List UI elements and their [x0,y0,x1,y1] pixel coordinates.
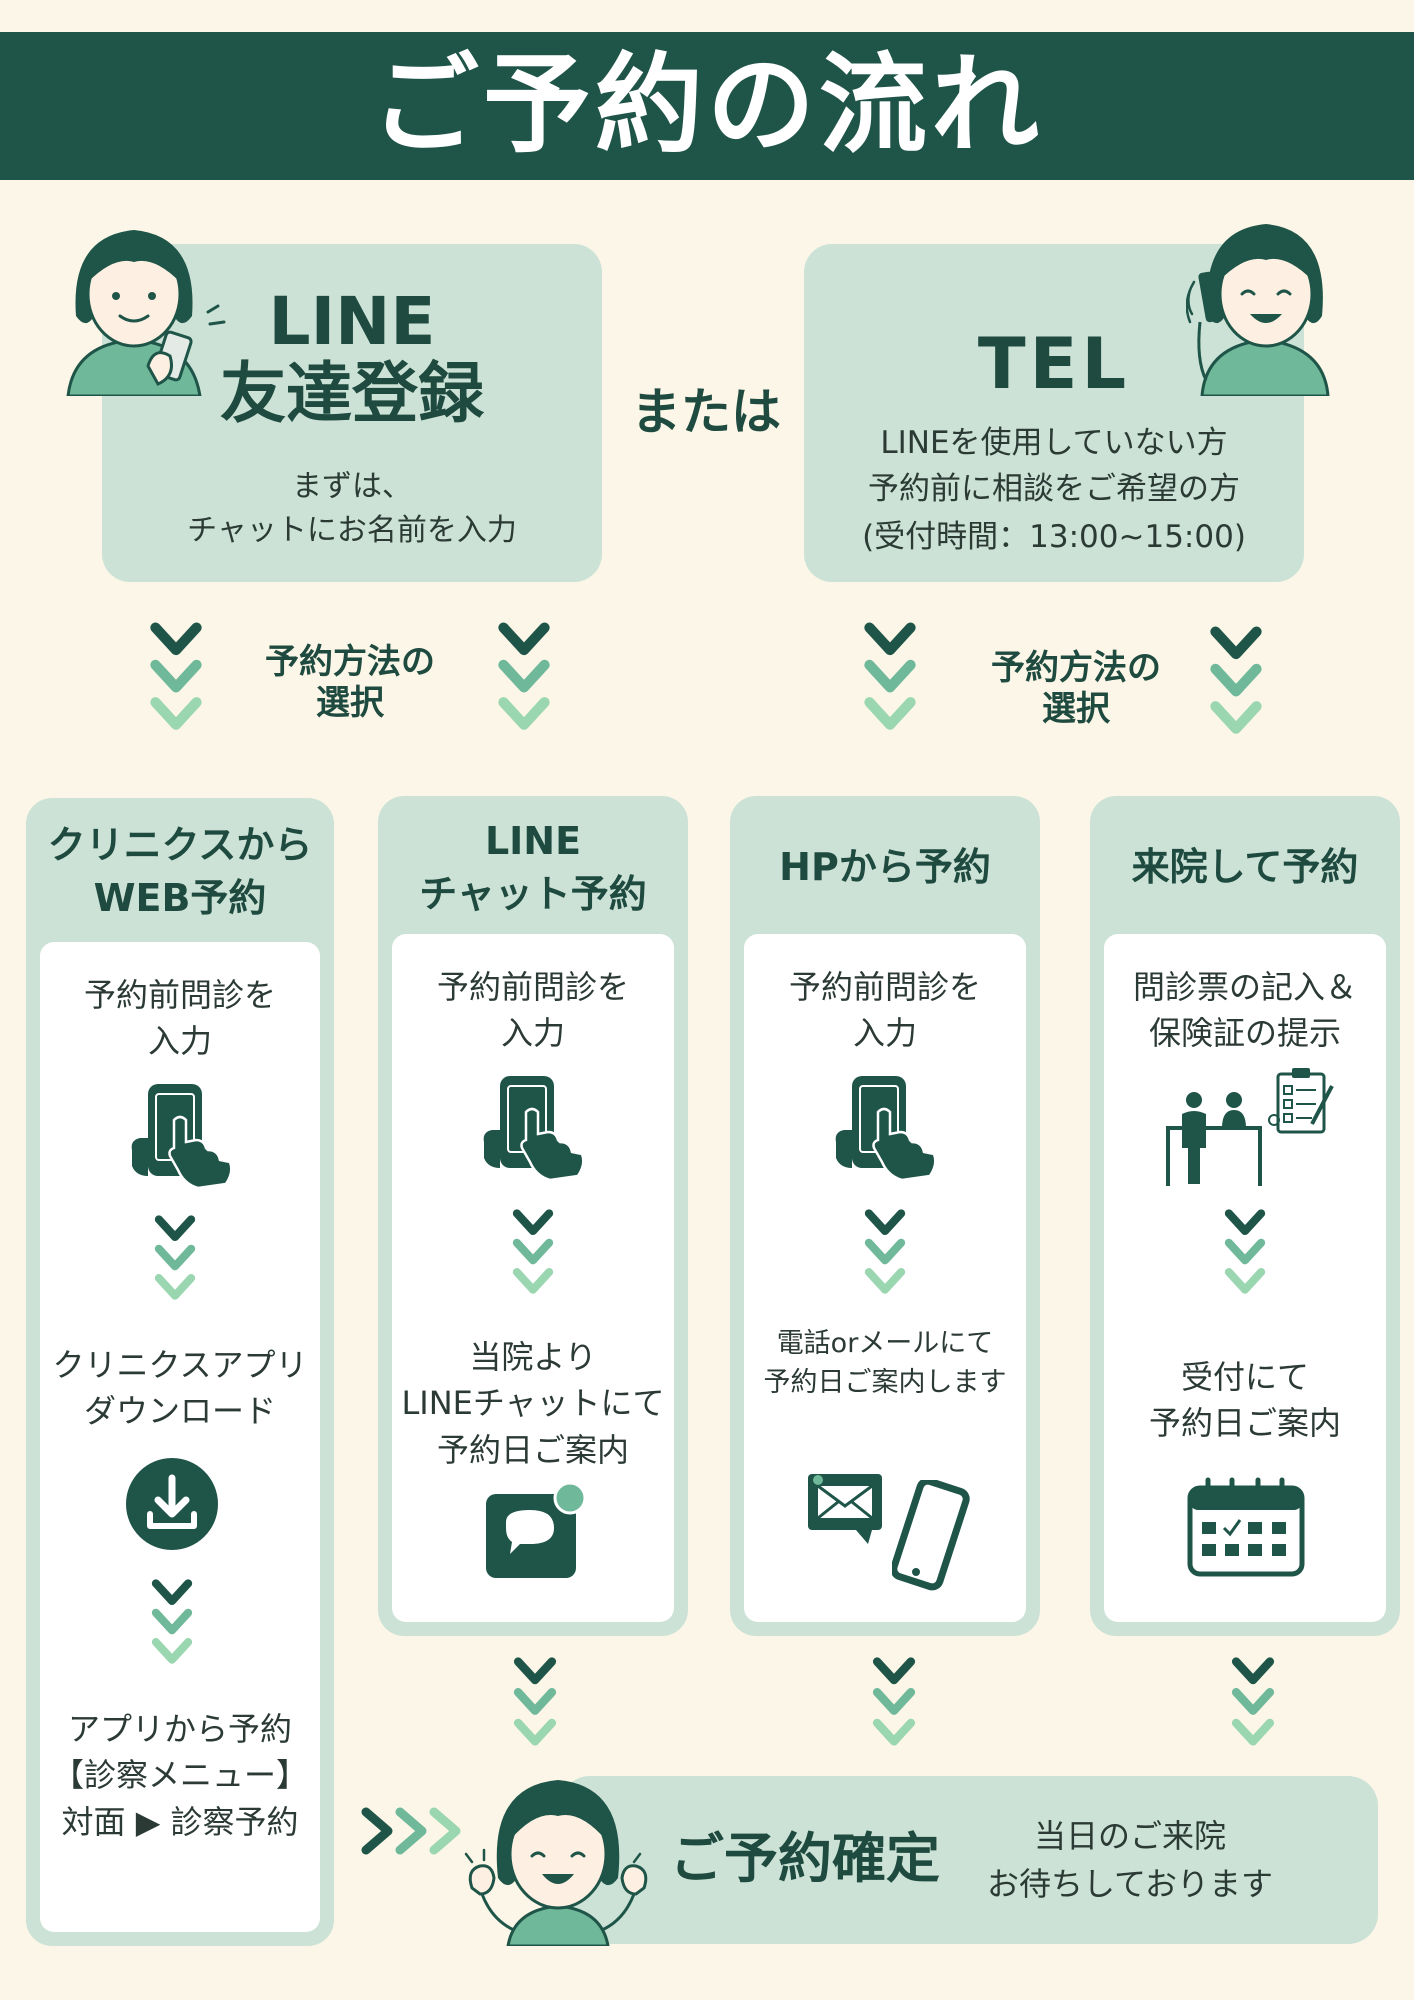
step-text: 予約前問診を 入力 [436,968,629,1053]
step-text: 予約前問診を 入力 [788,968,981,1053]
chevron-down-icon [1223,1204,1267,1302]
column-body: 予約前問診を 入力 当院より LINEチャットにて 予約日ご案内 [392,934,674,1622]
select-label-1: 予約方法の 選択 [265,642,435,723]
step-text: 当院より LINEチャットにて 予約日ご案内 [401,1338,665,1469]
woman-phone-illustration [58,216,228,396]
column-head: HPから予約 [779,845,991,890]
chevron-down-icon [1208,626,1264,738]
chat-bubble-icon [486,1482,587,1578]
tel-title: TEL [977,323,1131,405]
column-clinics-web: クリニクスから WEB予約 予約前問診を 入力 クリニクスアプリ ダウンロード … [26,798,334,1946]
chevron-down-icon [871,1652,917,1754]
chevron-down-icon [863,1204,907,1302]
step-text: アプリから予約 【診察メニュー】 対面 ▶ 診察予約 [51,1710,308,1841]
title-banner: ご予約の流れ [0,32,1414,180]
page-title: ご予約の流れ [370,43,1043,168]
column-head: 来院して予約 [1131,845,1359,890]
select-label-2: 予約方法の 選択 [991,648,1161,729]
confirm-msg-1: 当日のご来院 [1033,1817,1226,1855]
calendar-icon [1187,1477,1305,1577]
line-desc-2: チャットにお名前を入力 [187,513,517,548]
mail-icon [808,1474,882,1544]
column-body: 予約前問診を 入力 クリニクスアプリ ダウンロード アプリから予約 【診察メニュ… [40,942,320,1932]
column-body: 予約前問診を 入力 電話orメールにて 予約日ご案内します [744,934,1026,1622]
column-hp: HPから予約 予約前問診を 入力 電話orメールにて 予約日ご案内します [730,796,1040,1636]
column-line-chat: LINE チャット予約 予約前問診を 入力 当院より LINEチャットにて 予約… [378,796,688,1636]
or-label: または [631,383,781,441]
cheering-woman-illustration [462,1770,654,1946]
step-text: 問診票の記入＆ 保険証の提示 [1132,968,1357,1053]
column-head: LINE チャット予約 [419,818,647,916]
column-head: クリニクスから WEB予約 [47,822,313,920]
arrow-right-icon [361,1807,461,1855]
column-visit: 来院して予約 問診票の記入＆ 保険証の提示 受付にて [1090,796,1400,1636]
chevron-down-icon [496,622,552,734]
tel-desc-3: (受付時間：13:00~15:00) [862,519,1246,555]
column-body: 問診票の記入＆ 保険証の提示 受付にて 予約日ご案内 [1104,934,1386,1622]
line-register-box: LINE 友達登録 まずは、 チャットにお名前を入力 [102,244,602,582]
download-icon [126,1458,218,1550]
confirm-box: ご予約確定 当日のご来院 お待ちしております [560,1776,1378,1944]
smartphone-icon [892,1480,970,1591]
chevron-down-icon [150,1574,194,1672]
chevron-down-icon [862,622,918,734]
chevron-down-icon [148,622,204,734]
phone-tap-icon [478,1072,588,1182]
tel-desc-1: LINEを使用していない方 [880,425,1228,461]
phone-tap-icon [126,1080,236,1190]
step-text: クリニクスアプリ ダウンロード [52,1346,308,1431]
line-subtitle: 友達登録 [220,355,484,432]
chevron-down-icon [511,1204,555,1302]
confirm-title: ご予約確定 [670,1827,940,1890]
line-title: LINE [268,283,436,360]
woman-call-illustration [1186,210,1336,396]
reception-icon [1166,1068,1334,1186]
chevron-down-icon [512,1652,558,1754]
step-text: 予約前問診を 入力 [83,976,276,1061]
tel-desc-2: 予約前に相談をご希望の方 [868,471,1240,507]
confirm-msg-2: お待ちしております [986,1865,1274,1903]
chevron-down-icon [1230,1652,1276,1754]
line-desc-1: まずは、 [292,469,412,504]
phone-tap-icon [830,1072,940,1182]
step-text: 受付にて 予約日ご案内 [1148,1358,1341,1443]
step-text: 電話orメールにて 予約日ご案内します [763,1328,1007,1399]
chevron-down-icon [153,1210,197,1308]
